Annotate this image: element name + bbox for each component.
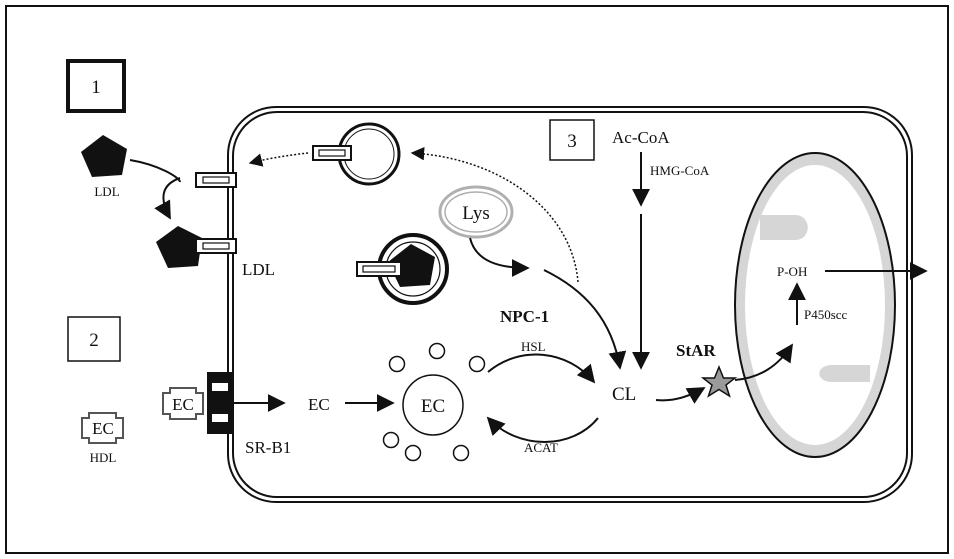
- star-label: StAR: [676, 341, 716, 360]
- ec-receptor-label: EC: [172, 395, 194, 414]
- droplet-vesicle: [470, 357, 485, 372]
- droplet-vesicle: [430, 344, 445, 359]
- crista-bottom: [819, 365, 870, 382]
- ec-free-label: EC: [308, 395, 330, 414]
- ac-coa-label: Ac-CoA: [612, 128, 670, 147]
- cl-label: CL: [612, 384, 636, 405]
- ec-hdl-label: EC: [92, 419, 114, 438]
- p450scc-label: P450scc: [804, 307, 848, 322]
- ldl-membrane-label: LDL: [242, 260, 275, 279]
- ldl-outside-label: LDL: [94, 184, 119, 199]
- droplet-vesicle: [390, 357, 405, 372]
- hmg-coa-label: HMG-CoA: [650, 163, 710, 178]
- box-1: 1: [68, 61, 124, 111]
- droplet-vesicle: [384, 433, 399, 448]
- ec-receptor-particle: EC: [163, 388, 203, 419]
- droplet-vesicle: [454, 446, 469, 461]
- hdl-label: HDL: [90, 450, 117, 465]
- box-1-label: 1: [91, 77, 101, 98]
- p-oh-label: P-OH: [777, 264, 807, 279]
- box-2-label: 2: [89, 330, 99, 351]
- mitochondrion: [735, 153, 895, 457]
- box-3-label: 3: [567, 131, 577, 152]
- crista-top: [760, 215, 808, 240]
- ec-droplet-label: EC: [421, 396, 445, 417]
- acat-label: ACAT: [524, 440, 558, 455]
- hsl-label: HSL: [521, 339, 546, 354]
- droplet-vesicle: [406, 446, 421, 461]
- lysosome-label: Lys: [462, 203, 489, 224]
- npc1-label: NPC-1: [500, 307, 549, 326]
- sr-b1-label: SR-B1: [245, 438, 291, 457]
- box-3: 3: [550, 120, 594, 160]
- lysosome: Lys: [440, 187, 512, 237]
- hdl-particle: EC: [82, 413, 123, 443]
- box-2: 2: [68, 317, 120, 361]
